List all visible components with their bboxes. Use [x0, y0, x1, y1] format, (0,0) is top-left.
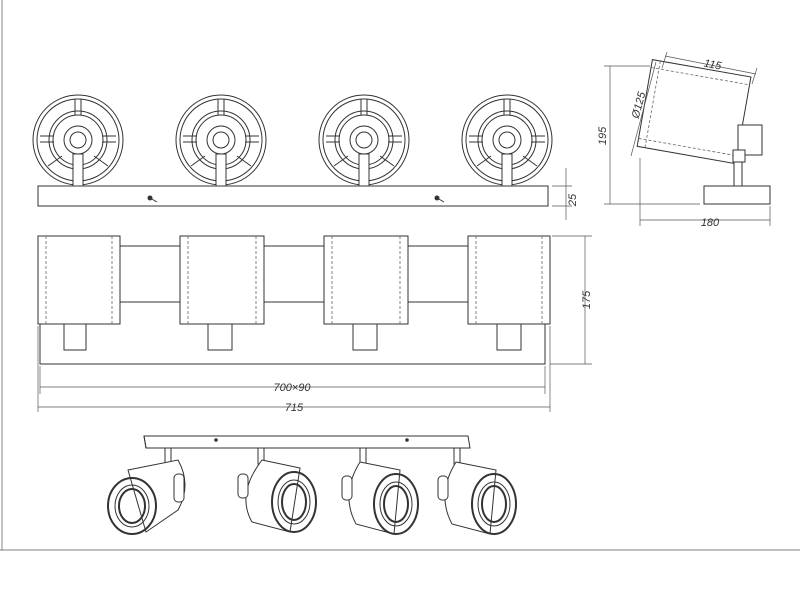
top-spot-1	[32, 94, 124, 187]
perspective-spot-1	[107, 459, 186, 535]
front-base-plate	[39, 245, 546, 365]
dim-bar-height: 25	[567, 193, 579, 207]
dim-total-width: 715	[285, 402, 304, 414]
perspective-spot-4	[437, 461, 517, 535]
side-view: 115 Ø125 195 180	[597, 51, 771, 229]
front-view: 175 700×90 715	[37, 235, 593, 414]
side-stem	[733, 161, 743, 187]
front-spot-4	[467, 235, 551, 351]
front-spot-3	[323, 235, 409, 351]
dim-base-size: 700×90	[273, 382, 311, 394]
dim-total-height: 195	[597, 126, 609, 145]
top-spot-3	[318, 94, 410, 187]
top-spot-4	[461, 94, 553, 187]
dim-cylinder-width: 115	[703, 57, 723, 72]
perspective-base	[143, 435, 471, 449]
side-base	[703, 185, 771, 205]
perspective-spot-3	[341, 461, 419, 535]
top-spot-2	[175, 94, 267, 187]
dim-base-width: 180	[701, 217, 720, 229]
perspective-view	[107, 435, 517, 535]
front-spot-1	[37, 235, 121, 351]
top-view: 25	[32, 94, 579, 220]
perspective-spot-2	[237, 459, 317, 533]
front-spot-2	[179, 235, 265, 351]
dim-front-height: 175	[581, 290, 593, 309]
top-base-bar	[37, 185, 549, 207]
